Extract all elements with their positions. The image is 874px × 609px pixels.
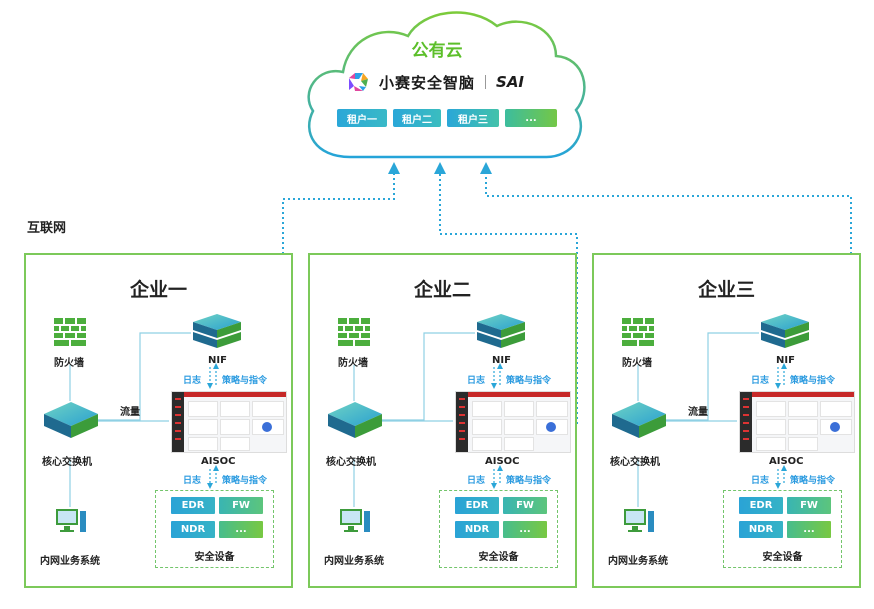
aisoc-label: AISOC [769, 456, 804, 467]
firewall-label: 防火墙 [622, 358, 652, 369]
policy-label: 策略与指令 [506, 376, 552, 386]
enterprise-1: 企业一 防火墙 [24, 253, 293, 588]
device-fw: FW [503, 497, 547, 514]
aisoc-dashboard-icon [171, 391, 287, 453]
enterprise-title: 企业一 [129, 279, 187, 301]
arrow-up-2 [434, 162, 446, 174]
log-label-2: 日志 [183, 476, 202, 486]
nif-label: NIF [776, 355, 795, 366]
sai-logo-icon [349, 73, 368, 91]
connection-lines [637, 332, 787, 507]
core-switch-icon [328, 402, 382, 438]
traffic-label: 流量 [120, 407, 140, 418]
security-devices-label: 安全设备 [194, 552, 235, 563]
aisoc-label: AISOC [201, 456, 236, 467]
device-edr: EDR [455, 497, 499, 514]
connection-lines [353, 332, 503, 507]
brand-name: 小赛安全智脑 [379, 73, 476, 92]
arrow-up-1 [388, 162, 400, 174]
core-switch-icon [44, 402, 98, 438]
enterprise-title: 企业三 [697, 279, 755, 301]
aisoc-label: AISOC [485, 456, 520, 467]
computer-icon [624, 509, 654, 532]
policy-label: 策略与指令 [790, 376, 836, 386]
aisoc-dashboard-icon [739, 391, 855, 453]
log-label-2: 日志 [467, 476, 486, 486]
nif-label: NIF [492, 355, 511, 366]
enterprise-title: 企业二 [413, 279, 471, 301]
core-switch-label: 核心交换机 [610, 457, 660, 468]
security-devices-label: 安全设备 [762, 552, 803, 563]
device-more: ... [787, 521, 831, 538]
traffic-label: 流量 [688, 407, 708, 418]
intranet-label: 内网业务系统 [324, 556, 384, 567]
security-devices-group: EDR FW NDR ... 安全设备 [439, 490, 558, 568]
device-edr: EDR [171, 497, 215, 514]
security-devices-label: 安全设备 [478, 552, 519, 563]
internet-label: 互联网 [27, 221, 67, 236]
device-edr: EDR [739, 497, 783, 514]
firewall-icon [338, 318, 370, 346]
log-label: 日志 [467, 376, 486, 386]
device-ndr: NDR [739, 521, 783, 538]
device-fw: FW [219, 497, 263, 514]
security-devices-group: EDR FW NDR ... 安全设备 [723, 490, 842, 568]
firewall-label: 防火墙 [54, 358, 84, 369]
enterprise-3: 企业三 防火墙 [592, 253, 861, 588]
security-devices-group: EDR FW NDR ... 安全设备 [155, 490, 274, 568]
nif-label: NIF [208, 355, 227, 366]
policy-label-2: 策略与指令 [222, 476, 268, 486]
brand: 小赛安全智脑 SAI [345, 68, 524, 96]
brand-sai: SAI [496, 73, 525, 91]
connection-lines [69, 332, 219, 507]
enterprise-2: 企业二 防火墙 [308, 253, 577, 588]
brand-separator [485, 75, 487, 89]
computer-icon [56, 509, 86, 532]
nif-icon [761, 314, 809, 348]
log-label: 日志 [183, 376, 202, 386]
tenant-more: ... [505, 109, 557, 127]
device-more: ... [219, 521, 263, 538]
intranet-label: 内网业务系统 [40, 556, 100, 567]
log-label-2: 日志 [751, 476, 770, 486]
device-more: ... [503, 521, 547, 538]
arrow-up-3 [480, 162, 492, 174]
tenant-1: 租户一 [337, 109, 387, 127]
log-label: 日志 [751, 376, 770, 386]
nif-icon [477, 314, 525, 348]
aisoc-dashboard-icon [455, 391, 571, 453]
device-ndr: NDR [171, 521, 215, 538]
core-switch-label: 核心交换机 [326, 457, 376, 468]
computer-icon [340, 509, 370, 532]
policy-label-2: 策略与指令 [790, 476, 836, 486]
firewall-icon [54, 318, 86, 346]
firewall-icon [622, 318, 654, 346]
tenant-list: 租户一 租户二 租户三 ... [337, 109, 557, 127]
core-switch-label: 核心交换机 [42, 457, 92, 468]
core-switch-icon [612, 402, 666, 438]
policy-label-2: 策略与指令 [506, 476, 552, 486]
firewall-label: 防火墙 [338, 358, 368, 369]
tenant-2: 租户二 [393, 109, 441, 127]
policy-label: 策略与指令 [222, 376, 268, 386]
tenant-3: 租户三 [447, 109, 499, 127]
device-ndr: NDR [455, 521, 499, 538]
intranet-label: 内网业务系统 [608, 556, 668, 567]
device-fw: FW [787, 497, 831, 514]
nif-icon [193, 314, 241, 348]
cloud-title: 公有云 [411, 41, 463, 61]
